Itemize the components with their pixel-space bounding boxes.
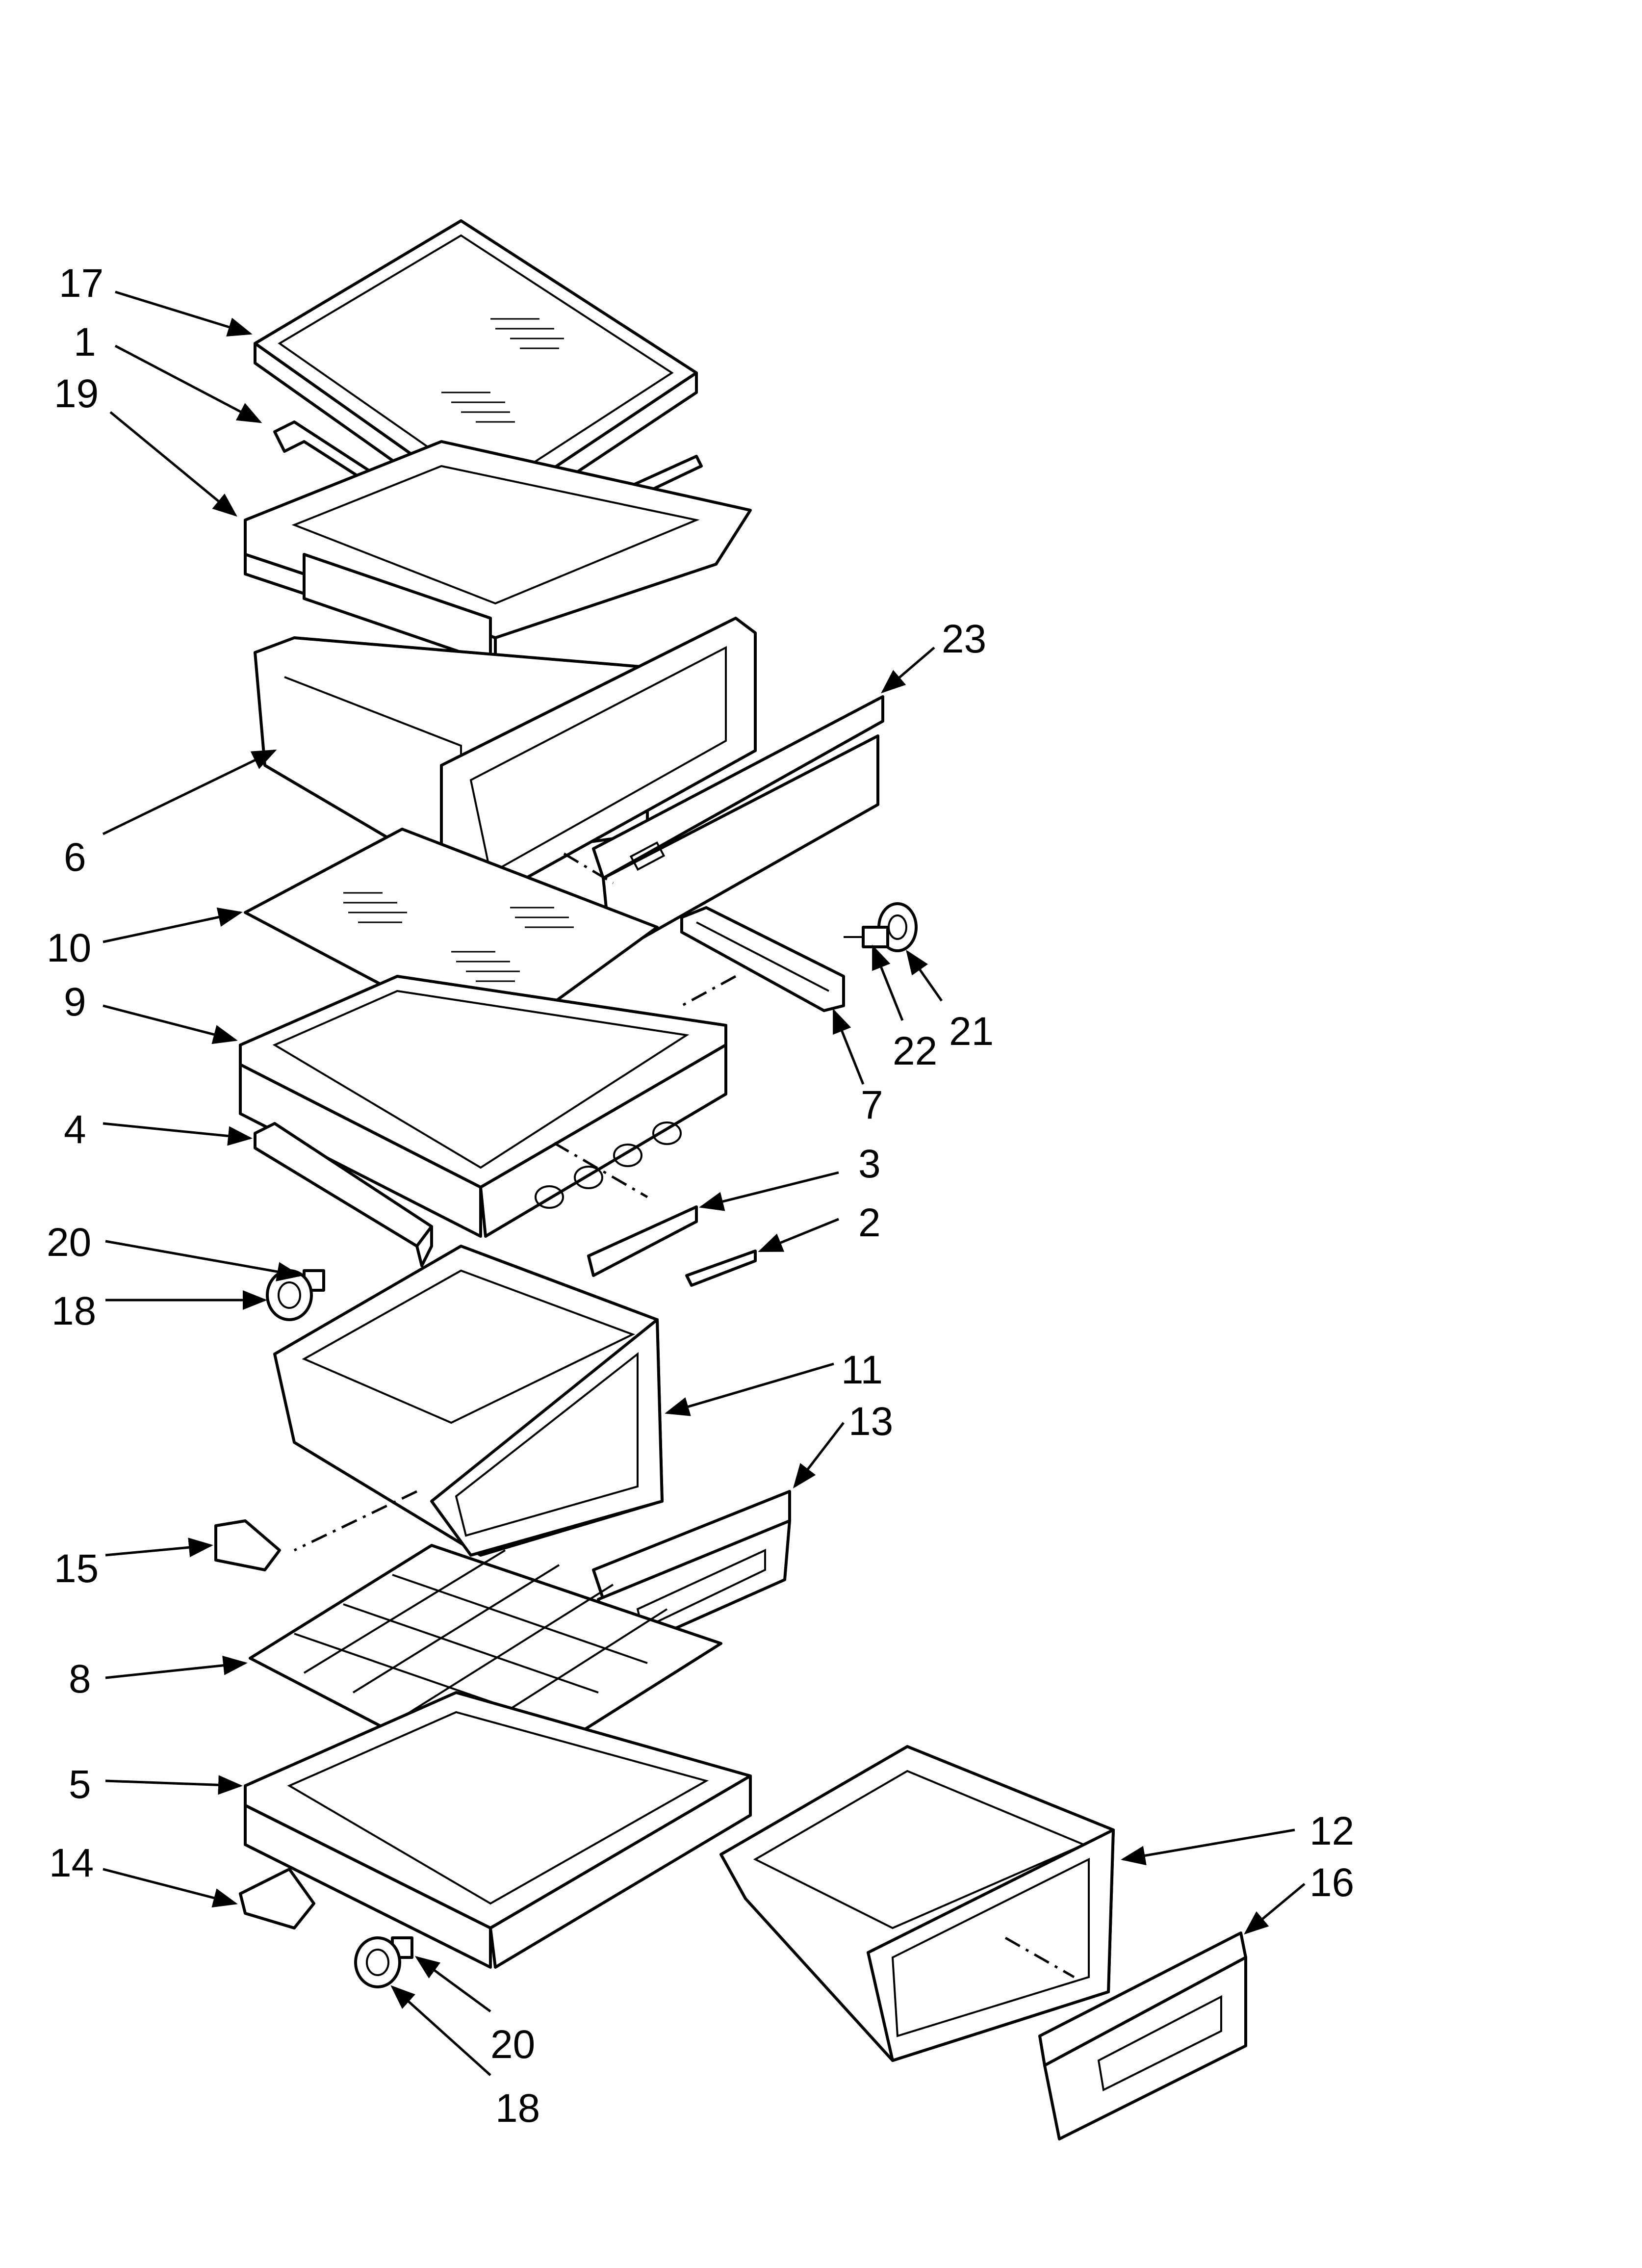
callout-21: 21: [949, 1009, 994, 1054]
part-23-drawer-cover: [592, 695, 884, 953]
callout-20-upper: 20: [47, 1220, 91, 1265]
callout-2: 2: [858, 1200, 881, 1245]
part-10-glass-panel: [244, 828, 659, 1046]
part-7-slide-rail: [680, 906, 845, 1012]
part-4-channel: [254, 1122, 433, 1267]
callout-23: 23: [942, 617, 986, 661]
assembly-lines: [293, 852, 1075, 1979]
callout-5: 5: [69, 1762, 91, 1807]
callout-20-lower: 20: [490, 2022, 535, 2067]
part-18-roller-upper: [266, 1269, 313, 1321]
part-22-screw: [844, 926, 889, 948]
callout-1: 1: [74, 320, 96, 365]
part-18-roller-lower: [354, 1936, 401, 1988]
callout-11: 11: [841, 1348, 883, 1392]
callout-18-lower: 18: [495, 2086, 540, 2131]
callout-14: 14: [49, 1841, 94, 1885]
callout-7: 7: [861, 1083, 883, 1127]
part-14-end-cap: [239, 1868, 315, 1929]
callout-16: 16: [1309, 1860, 1354, 1905]
callout-17: 17: [59, 261, 103, 306]
callout-12: 12: [1309, 1809, 1354, 1853]
callout-labels: 17 1 19 23 6 10 21 22 9 7 4 3 2 20 18 11…: [47, 261, 1354, 2131]
part-16-drawer-front: [1038, 1931, 1247, 2140]
callout-22: 22: [893, 1029, 937, 1073]
part-15-clip: [214, 1519, 281, 1571]
part-19-crisper-frame: [244, 440, 752, 664]
leader-lines: [102, 290, 1306, 2076]
part-12-lower-drawer: [719, 1745, 1115, 2062]
callout-9: 9: [64, 980, 86, 1024]
part-2-clip: [685, 1250, 757, 1287]
callout-15: 15: [54, 1546, 99, 1591]
callout-19: 19: [54, 371, 99, 416]
callout-13: 13: [848, 1399, 893, 1444]
callout-3: 3: [858, 1142, 881, 1186]
part-3-bracket: [587, 1205, 698, 1277]
callout-18-upper: 18: [51, 1289, 96, 1333]
callout-10: 10: [47, 926, 91, 970]
callout-8: 8: [69, 1657, 91, 1701]
part-9-shelf-frame: [239, 975, 727, 1238]
part-11-middle-drawer: [273, 1245, 664, 1557]
callout-4: 4: [64, 1107, 86, 1152]
callout-6: 6: [64, 835, 86, 880]
part-5-lower-shelf-frame: [244, 1691, 752, 1969]
